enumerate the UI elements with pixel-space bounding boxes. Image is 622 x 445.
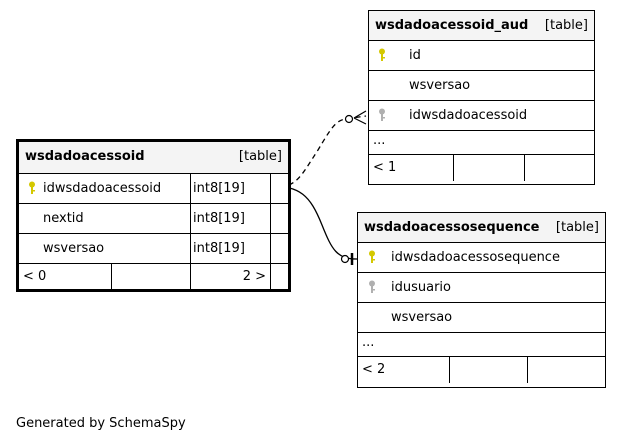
- table-wsdadoacessoid-aud[interactable]: wsdadoacessoid_aud [table] id wsversao i…: [368, 10, 595, 185]
- relationship-aud-crowfoot: [353, 110, 367, 125]
- relationship-aud-line: [288, 115, 367, 186]
- children-count-cell: [528, 357, 605, 383]
- more-columns-ellipsis: ...: [358, 333, 605, 357]
- column-name: idwsdadoacessoid: [43, 181, 162, 196]
- table-row: nextid int8[19]: [19, 204, 288, 234]
- column-name: idwsdadoacessoid: [409, 108, 528, 123]
- primary-key-icon: [29, 181, 35, 194]
- parents-count-cell: < 2: [358, 357, 450, 383]
- table-name: wsdadoacessoid_aud: [375, 18, 529, 33]
- table-row: idwsdadoacessosequence: [358, 243, 605, 273]
- relationship-aud-zero-marker: [344, 114, 354, 124]
- table-type-label: [table]: [238, 149, 282, 164]
- table-wsdadoacessosequence[interactable]: wsdadoacessosequence [table] idwsdadoace…: [357, 212, 606, 388]
- table-type-label: [table]: [544, 18, 588, 33]
- table-wsdadoacessoid[interactable]: wsdadoacessoid [table] idwsdadoacessoid …: [16, 139, 291, 292]
- column-type-cell: int8[19]: [191, 204, 271, 233]
- column-name-cell: nextid: [19, 204, 191, 233]
- foreign-key-icon: [379, 108, 385, 121]
- table-type-label: [table]: [555, 220, 599, 235]
- column-type-cell: int8[19]: [191, 174, 271, 203]
- more-columns-ellipsis: ...: [369, 131, 594, 155]
- table-footer: < 2: [358, 357, 605, 383]
- table-header: wsdadoacessosequence [table]: [358, 213, 605, 243]
- column-name-cell: idwsdadoacessoid: [19, 174, 191, 203]
- column-datatype: int8[19]: [193, 181, 245, 196]
- table-row: wsversao: [358, 303, 605, 333]
- column-name: wsversao: [43, 241, 105, 256]
- primary-key-icon: [369, 250, 375, 263]
- parents-count-cell: < 0: [19, 264, 112, 289]
- column-name: idwsdadoacessosequence: [391, 250, 560, 265]
- column-name: id: [409, 48, 421, 63]
- column-name: idusuario: [391, 280, 451, 295]
- footer-spacer-cell: [454, 155, 525, 181]
- column-name: wsversao: [409, 78, 471, 93]
- table-header: wsdadoacessoid_aud [table]: [369, 11, 594, 41]
- column-datatype: int8[19]: [193, 241, 245, 256]
- table-row: wsversao: [369, 71, 594, 101]
- table-row: idwsdadoacessoid int8[19]: [19, 174, 288, 204]
- parents-count-cell: < 1: [369, 155, 454, 181]
- column-datatype: int8[19]: [193, 211, 245, 226]
- table-name: wsdadoacessosequence: [364, 220, 540, 235]
- column-name-cell: wsversao: [19, 234, 191, 263]
- table-name: wsdadoacessoid: [25, 149, 145, 164]
- table-row: idusuario: [358, 273, 605, 303]
- table-header: wsdadoacessoid [table]: [19, 142, 288, 174]
- column-type-cell: int8[19]: [191, 234, 271, 263]
- column-name: nextid: [43, 211, 84, 226]
- generated-by-credit: Generated by SchemaSpy: [16, 416, 186, 431]
- relationship-sequence-zero-marker: [340, 254, 350, 264]
- foreign-key-icon: [369, 280, 375, 293]
- table-row: wsversao int8[19]: [19, 234, 288, 264]
- primary-key-icon: [379, 48, 385, 61]
- table-footer: < 0 2 >: [19, 264, 288, 289]
- column-name: wsversao: [391, 310, 453, 325]
- table-row: id: [369, 41, 594, 71]
- table-footer: < 1: [369, 155, 594, 181]
- footer-spacer-cell: [450, 357, 528, 383]
- table-row: idwsdadoacessoid: [369, 101, 594, 131]
- footer-spacer-cell: [112, 264, 191, 289]
- children-count-cell: 2 >: [191, 264, 271, 289]
- children-count-cell: [525, 155, 594, 181]
